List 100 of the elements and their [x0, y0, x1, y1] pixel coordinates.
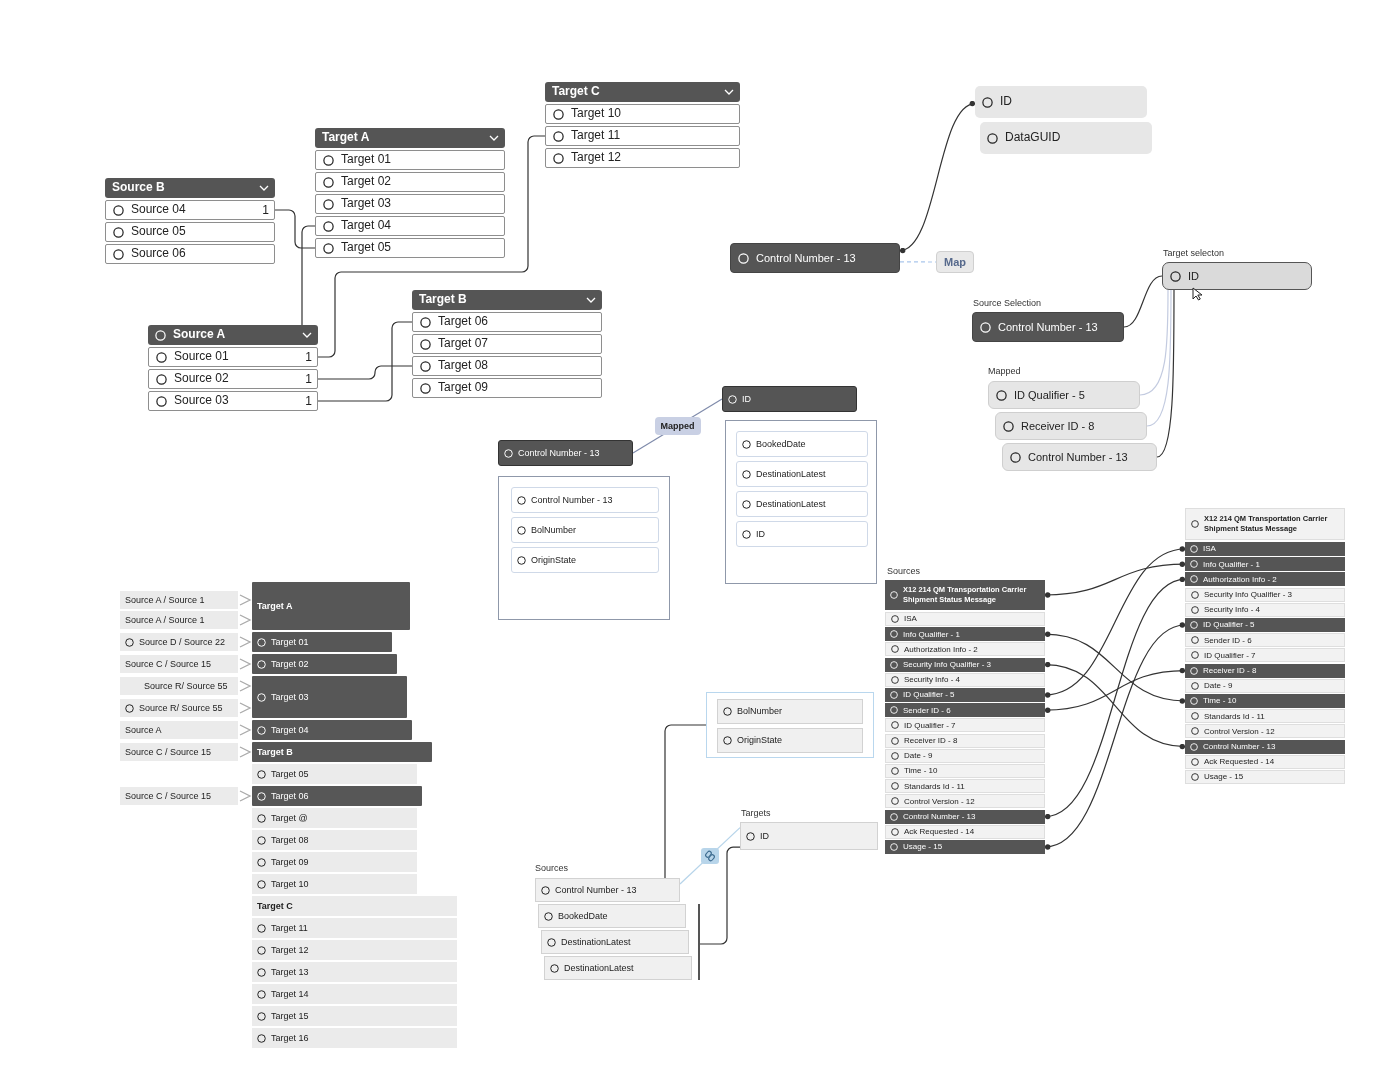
field-label: Target 09 [271, 856, 309, 868]
target-row [252, 1028, 457, 1048]
field-label: Target 08 [438, 359, 489, 373]
target-row [252, 676, 407, 718]
target-row [252, 852, 417, 872]
table-row [412, 312, 602, 332]
segment-row [885, 840, 1045, 854]
field-row [538, 904, 686, 928]
segment-row [885, 733, 1045, 748]
segment-row [885, 672, 1045, 687]
field-row [722, 386, 857, 412]
target-row [252, 742, 432, 762]
chevron-arrow [239, 724, 252, 736]
target-row [252, 874, 417, 894]
table-row [412, 356, 602, 376]
header-title: Source B [112, 181, 165, 195]
chevron-arrow [239, 680, 252, 692]
field-label: DataGUID [1005, 131, 1061, 145]
segment-row [885, 612, 1045, 626]
segment-row [1185, 648, 1345, 663]
segment-row [885, 657, 1045, 672]
table-row [105, 244, 275, 264]
segment-row [1185, 663, 1345, 678]
field-row [980, 122, 1152, 154]
segment-row [885, 718, 1045, 733]
segment-row [885, 824, 1045, 839]
connector-line [1044, 623, 1186, 849]
field-label: Target 13 [271, 966, 309, 978]
field-label: ISA [904, 614, 917, 624]
segment-row [885, 748, 1045, 763]
chevron-arrow [239, 746, 252, 758]
field-label: Control Number - 13 [518, 447, 600, 459]
target-row [252, 918, 457, 938]
field-label: Target 07 [438, 337, 489, 351]
field-label: Target 06 [438, 315, 489, 329]
table-row [105, 222, 275, 242]
target-row [252, 962, 457, 982]
field-label: Control Number - 13 [1203, 742, 1276, 752]
field-row [995, 412, 1147, 440]
table-row [412, 378, 602, 398]
table-row [545, 104, 740, 124]
field-label: Control Number - 13 [531, 494, 613, 506]
segment-row [1185, 739, 1345, 754]
field-label: BolNumber [737, 706, 783, 717]
target-row [252, 1006, 457, 1026]
table-header [315, 128, 505, 148]
connector-line [1044, 668, 1186, 713]
segment-row [1185, 587, 1345, 602]
map-tag [936, 251, 974, 273]
table-row [545, 126, 740, 146]
connector-line [679, 827, 741, 885]
field-label: Security Info - 4 [904, 675, 961, 685]
target-row [252, 808, 417, 828]
field-row [975, 86, 1147, 118]
field-label: Receiver ID - 8 [904, 736, 958, 746]
field-label: Standards Id - 11 [904, 781, 965, 791]
target-row [252, 720, 412, 740]
field-label: Source A [125, 724, 162, 736]
segment-row [1185, 770, 1345, 784]
chevron-arrow [239, 594, 252, 606]
section-label: Sources [887, 566, 921, 577]
chevron-arrow [239, 658, 252, 670]
field-row [541, 930, 689, 954]
field-label: Target 05 [341, 241, 392, 255]
segment-row [885, 580, 1045, 610]
table-header [105, 178, 275, 198]
field-label: Source 02 [174, 372, 229, 386]
connector-line [1156, 289, 1175, 458]
segment-row [1185, 724, 1345, 739]
field-label: Target B [257, 746, 293, 758]
field-label: Time - 10 [1203, 696, 1237, 706]
field-label: Security Info Qualifier - 3 [1204, 590, 1293, 600]
field-label: Target 01 [341, 153, 392, 167]
segment-row [1185, 678, 1345, 693]
field-label: Target 12 [571, 151, 622, 165]
segment-row [1185, 618, 1345, 632]
connector-line [274, 209, 316, 249]
connector-line [317, 321, 413, 402]
field-label: ID Qualifier - 5 [1203, 620, 1255, 630]
connector-line [1044, 662, 1186, 750]
field-label: Target 02 [341, 175, 392, 189]
connector-line [899, 101, 976, 253]
field-label: Source R/ Source 55 [144, 680, 228, 692]
field-label: Security Info Qualifier - 3 [903, 660, 992, 670]
field-row [544, 956, 692, 980]
field-label: Target 08 [271, 834, 309, 846]
field-label: Date - 9 [1204, 681, 1233, 691]
field-row [511, 487, 659, 513]
segment-row [885, 627, 1045, 642]
table-row [148, 391, 318, 411]
field-row [736, 461, 868, 487]
field-label: Control Number - 13 [998, 320, 1098, 334]
field-row [736, 491, 868, 517]
field-label: Control Number - 13 [1028, 450, 1128, 464]
connector-line [699, 846, 741, 945]
field-label: Sender ID - 6 [903, 705, 951, 715]
header-title: Target A [322, 131, 370, 145]
connector-line [317, 365, 413, 380]
segment-row [1185, 754, 1345, 769]
field-row [736, 521, 868, 547]
